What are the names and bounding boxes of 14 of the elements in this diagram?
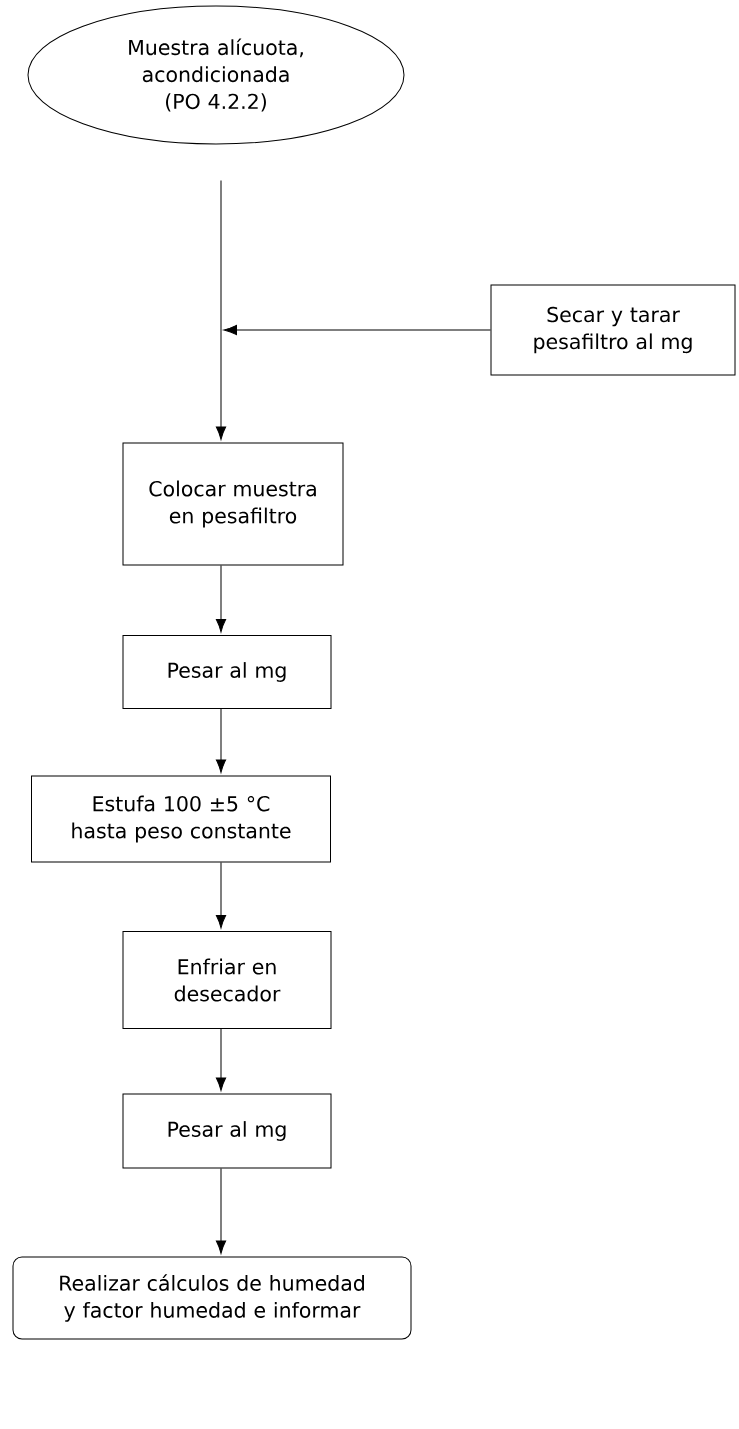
arrow — [215, 1168, 227, 1254]
process-box: Colocar muestra en pesafiltro — [122, 442, 344, 566]
arrow — [215, 565, 227, 633]
process-box: Pesar al mg — [122, 1093, 332, 1169]
process-box: Pesar al mg — [122, 635, 332, 709]
arrow — [215, 180, 227, 440]
end-box: Realizar cálculos de humedad y factor humedad e informar — [12, 1256, 412, 1340]
arrow — [215, 708, 227, 773]
process-box: Secar y tarar pesafiltro al mg — [490, 284, 736, 376]
process-box: Enfriar en desecador — [122, 931, 332, 1029]
arrow — [215, 1028, 227, 1091]
arrow — [223, 324, 491, 336]
arrow — [215, 862, 227, 929]
process-box: Estufa 100 ±5 °C hasta peso constante — [31, 775, 331, 863]
